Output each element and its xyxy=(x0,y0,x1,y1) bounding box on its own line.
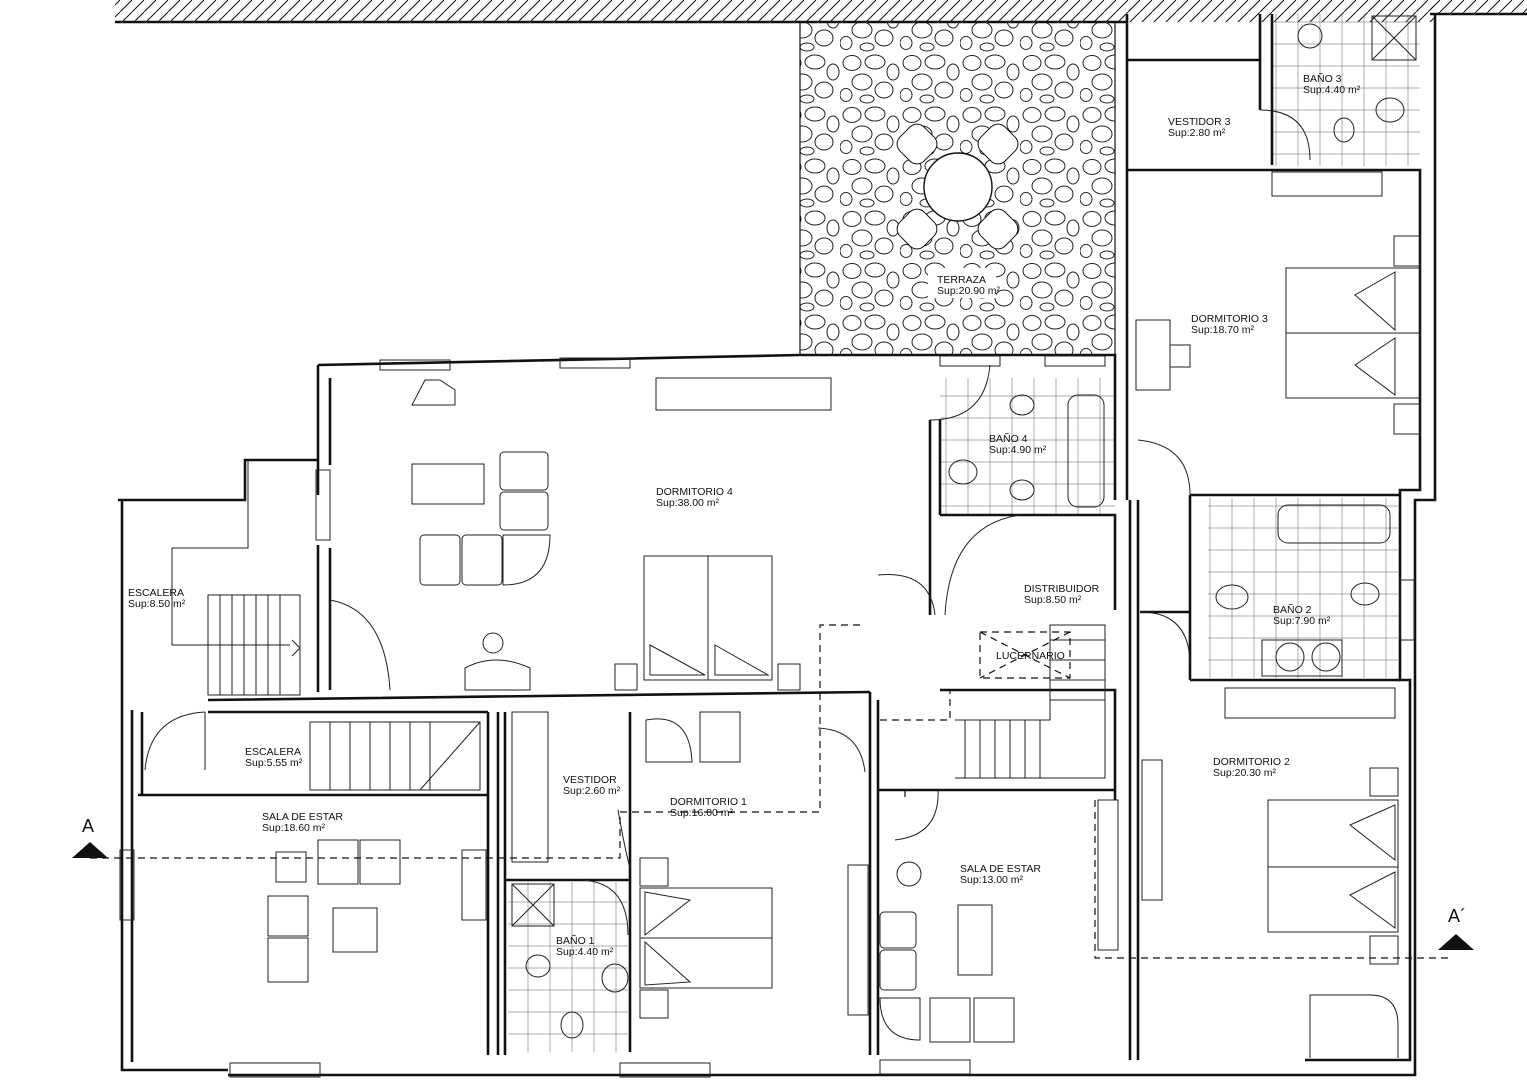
doors xyxy=(144,109,1311,936)
room-name: ESCALERA xyxy=(128,587,184,599)
room-area: Sup:4.90 m² xyxy=(989,444,1047,456)
section-marker-left: A xyxy=(72,816,108,858)
section-mark-left-label: A xyxy=(82,816,94,836)
section-line xyxy=(90,624,1450,959)
lucernario xyxy=(979,631,1071,679)
section-mark-right-label: A´ xyxy=(1448,906,1466,926)
room-label-escalera2: ESCALERA Sup:5.55 m² xyxy=(245,746,303,769)
room-name: BAÑO 3 xyxy=(1303,72,1342,85)
room-label-bano4: BAÑO 4 Sup:4.90 m² xyxy=(989,432,1047,456)
room-label-dormitorio1: DORMITORIO 1 Sup:16.00 m² xyxy=(670,796,747,819)
bathroom-tiles xyxy=(508,14,1420,1052)
room-area: Sup:38.00 m² xyxy=(656,497,720,509)
lucernario-label: LUCERNARIO xyxy=(996,650,1065,662)
room-label-sala1: SALA DE ESTAR Sup:18.60 m² xyxy=(262,811,343,834)
room-labels: TERRAZA Sup:20.90 m² VESTIDOR 3 Sup:2.80… xyxy=(128,72,1361,958)
windows xyxy=(119,355,1415,1078)
room-area: Sup:20.30 m² xyxy=(1213,767,1277,779)
room-area: Sup:4.40 m² xyxy=(556,946,614,958)
room-area: Sup:4.40 m² xyxy=(1303,84,1361,96)
room-name: VESTIDOR 3 xyxy=(1168,116,1231,128)
room-name: VESTIDOR xyxy=(563,774,617,786)
room-label-dormitorio2: DORMITORIO 2 Sup:20.30 m² xyxy=(1213,756,1290,779)
room-name: SALA DE ESTAR xyxy=(960,863,1041,875)
room-area: Sup:13.00 m² xyxy=(960,874,1024,886)
room-name: BAÑO 1 xyxy=(556,934,595,947)
room-name: DORMITORIO 1 xyxy=(670,796,747,808)
room-label-dormitorio4: DORMITORIO 4 Sup:38.00 m² xyxy=(656,486,733,509)
room-name: DORMITORIO 3 xyxy=(1191,313,1268,325)
room-name: DORMITORIO 2 xyxy=(1213,756,1290,768)
room-label-distribuidor: DISTRIBUIDOR Sup:8.50 m² xyxy=(1024,583,1100,606)
room-label-vestidor3: VESTIDOR 3 Sup:2.80 m² xyxy=(1168,116,1231,139)
terraza-paving xyxy=(799,21,1116,356)
stairs xyxy=(171,460,1106,791)
room-area: Sup:2.60 m² xyxy=(563,785,621,797)
room-area: Sup:7.90 m² xyxy=(1273,615,1331,627)
section-marker-right: A´ xyxy=(1438,906,1474,950)
furniture xyxy=(267,15,1421,1058)
room-name: TERRAZA xyxy=(937,274,986,286)
room-label-terraza: TERRAZA Sup:20.90 m² xyxy=(937,274,1001,297)
exterior-walls xyxy=(118,14,1437,1077)
room-label-bano1: BAÑO 1 Sup:4.40 m² xyxy=(556,934,614,958)
room-area: Sup:18.70 m² xyxy=(1191,324,1255,336)
room-label-escalera1: ESCALERA Sup:8.50 m² xyxy=(128,587,186,610)
room-name: DORMITORIO 4 xyxy=(656,486,733,498)
room-area: Sup:8.50 m² xyxy=(128,598,186,610)
room-name: ESCALERA xyxy=(245,746,301,758)
room-area: Sup:20.90 m² xyxy=(937,285,1001,297)
room-area: Sup:5.55 m² xyxy=(245,757,303,769)
room-area: Sup:16.00 m² xyxy=(670,807,734,819)
room-label-sala2: SALA DE ESTAR Sup:13.00 m² xyxy=(960,863,1041,886)
room-name: BAÑO 4 xyxy=(989,432,1028,445)
room-name: DISTRIBUIDOR xyxy=(1024,583,1100,595)
room-label-dormitorio3: DORMITORIO 3 Sup:18.70 m² xyxy=(1191,313,1268,336)
room-label-vestidor: VESTIDOR Sup:2.60 m² xyxy=(563,774,621,797)
room-label-bano3: BAÑO 3 Sup:4.40 m² xyxy=(1303,72,1361,96)
room-area: Sup:18.60 m² xyxy=(262,822,326,834)
room-label-bano2: BAÑO 2 Sup:7.90 m² xyxy=(1273,603,1331,627)
room-area: Sup:2.80 m² xyxy=(1168,127,1226,139)
room-name: BAÑO 2 xyxy=(1273,603,1312,616)
room-area: Sup:8.50 m² xyxy=(1024,594,1082,606)
room-name: SALA DE ESTAR xyxy=(262,811,343,823)
